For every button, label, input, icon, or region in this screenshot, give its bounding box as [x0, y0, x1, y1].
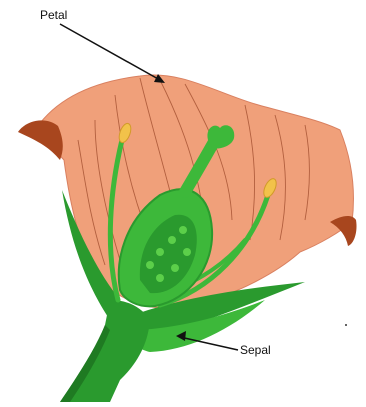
sepal-label: Sepal: [240, 343, 271, 357]
petal-left-curl: [18, 120, 63, 160]
stray-dot: [345, 324, 347, 326]
petal-leader: [60, 24, 165, 83]
petal-label: Petal: [40, 8, 67, 22]
